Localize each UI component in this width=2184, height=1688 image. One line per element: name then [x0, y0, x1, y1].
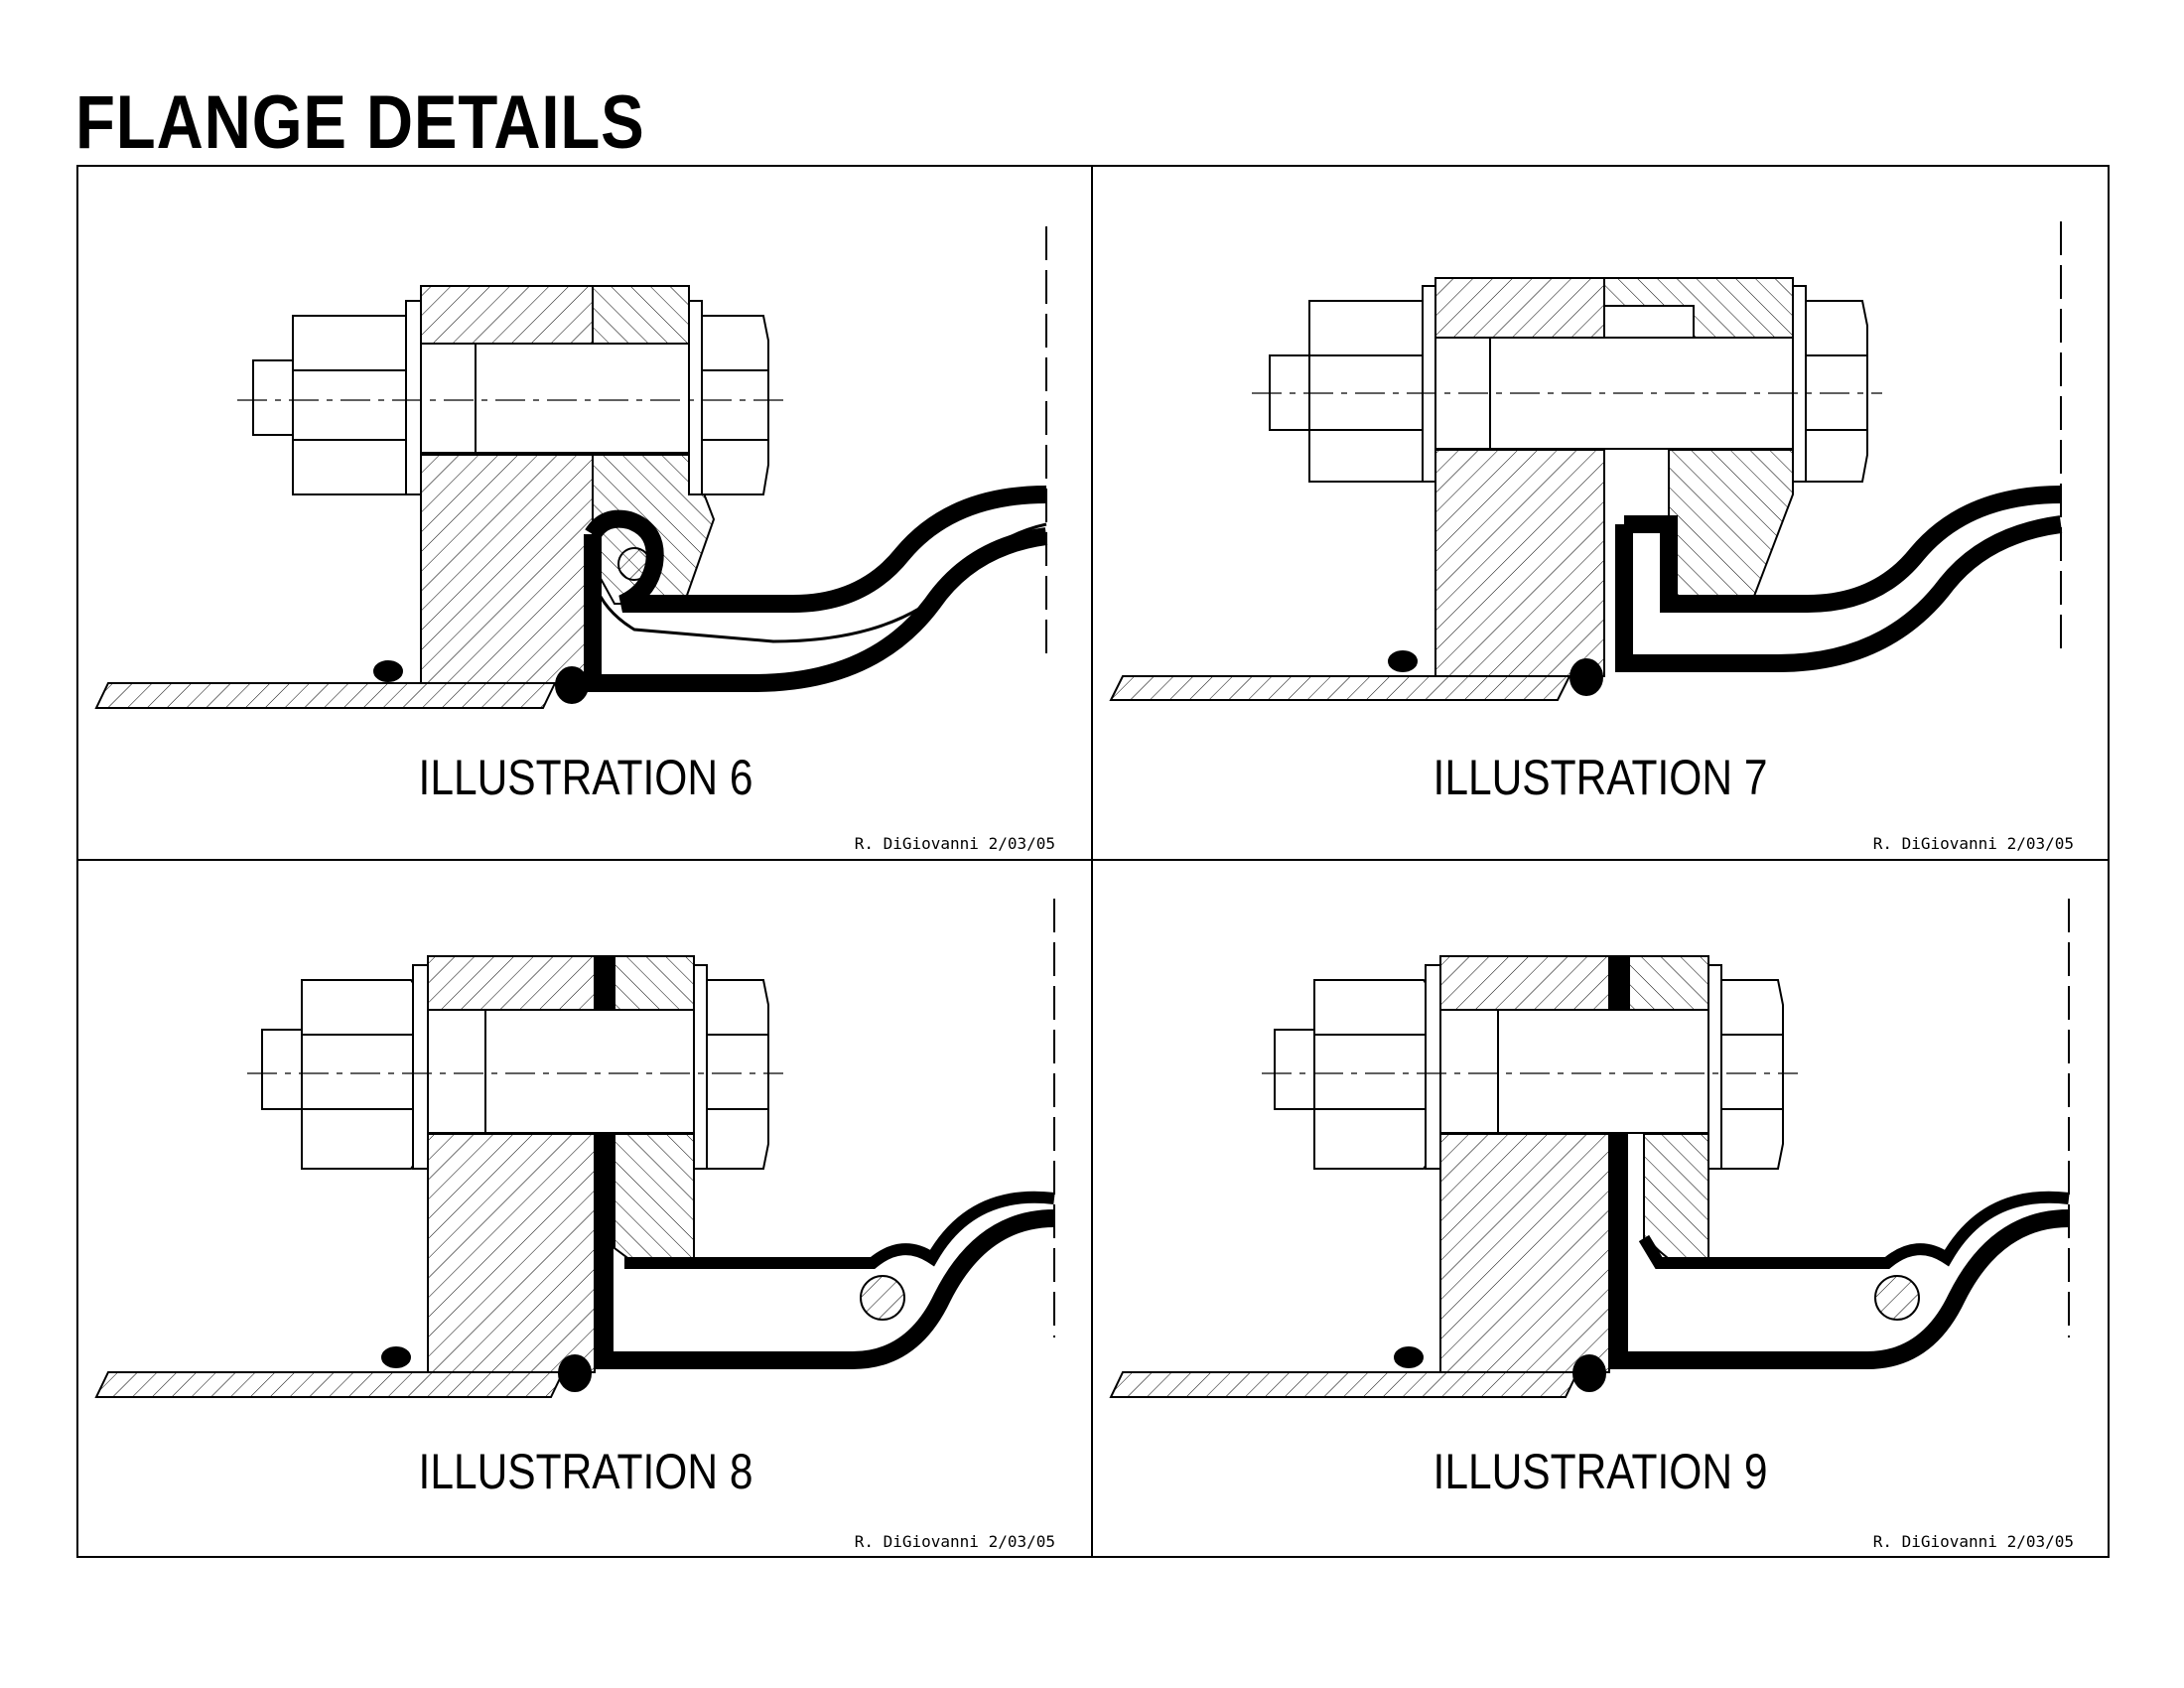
flange-drawing-6	[94, 226, 1048, 709]
page-title: FLANGE DETAILS	[75, 80, 645, 165]
panel-illustration-6: ILLUSTRATION 6 R. DiGiovanni 2/03/05	[78, 167, 1093, 861]
drawing-signature: R. DiGiovanni 2/03/05	[854, 834, 1055, 853]
panel-illustration-7: ILLUSTRATION 7 R. DiGiovanni 2/03/05	[1093, 167, 2110, 861]
flange-drawing-9	[1109, 899, 2070, 1398]
illustration-caption: ILLUSTRATION 9	[1433, 1444, 1768, 1499]
drawing-signature: R. DiGiovanni 2/03/05	[1872, 1532, 2074, 1551]
drawing-sheet: ILLUSTRATION 6 R. DiGiovanni 2/03/05	[76, 165, 2110, 1558]
flange-drawing-8	[94, 899, 1055, 1398]
drawing-signature: R. DiGiovanni 2/03/05	[1872, 834, 2074, 853]
panel-illustration-9: ILLUSTRATION 9 R. DiGiovanni 2/03/05	[1093, 861, 2110, 1556]
illustration-caption: ILLUSTRATION 6	[418, 750, 753, 805]
illustration-caption: ILLUSTRATION 8	[418, 1444, 753, 1499]
flange-drawing-7	[1109, 221, 2063, 701]
drawing-signature: R. DiGiovanni 2/03/05	[854, 1532, 1055, 1551]
panel-illustration-8: ILLUSTRATION 8 R. DiGiovanni 2/03/05	[78, 861, 1093, 1556]
illustration-caption: ILLUSTRATION 7	[1433, 750, 1768, 805]
